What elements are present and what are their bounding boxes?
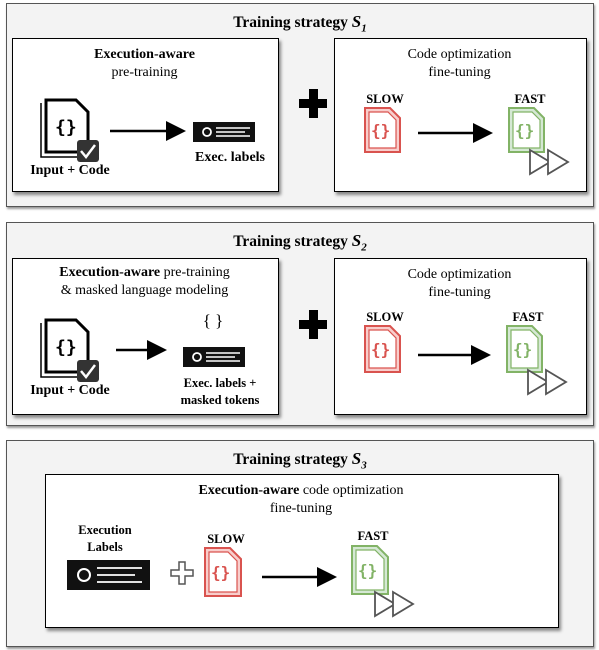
exec-labels-masked-label: Exec. labels +masked tokens	[180, 376, 260, 407]
input-code-label: Input + Code	[30, 163, 110, 178]
fast-label: FAST	[512, 310, 544, 324]
exec-aware-finetuning-box	[45, 474, 559, 628]
input-code-label: Input + Code	[30, 383, 110, 398]
fast-label: FAST	[514, 92, 546, 106]
exec-labels-label: Exec. labels	[195, 150, 265, 165]
pretraining-mlm-title: Execution-aware pre-training& masked lan…	[59, 265, 230, 298]
panel-title: Training strategy S3	[233, 449, 367, 472]
panel-title: Training strategy S1	[233, 12, 367, 35]
panel-title: Training strategy S2	[233, 231, 367, 254]
masked-braces: { }	[202, 311, 224, 330]
slow-label: SLOW	[207, 532, 245, 546]
fast-label: FAST	[357, 529, 389, 543]
slow-label: SLOW	[366, 92, 404, 106]
slow-label: SLOW	[366, 310, 404, 324]
